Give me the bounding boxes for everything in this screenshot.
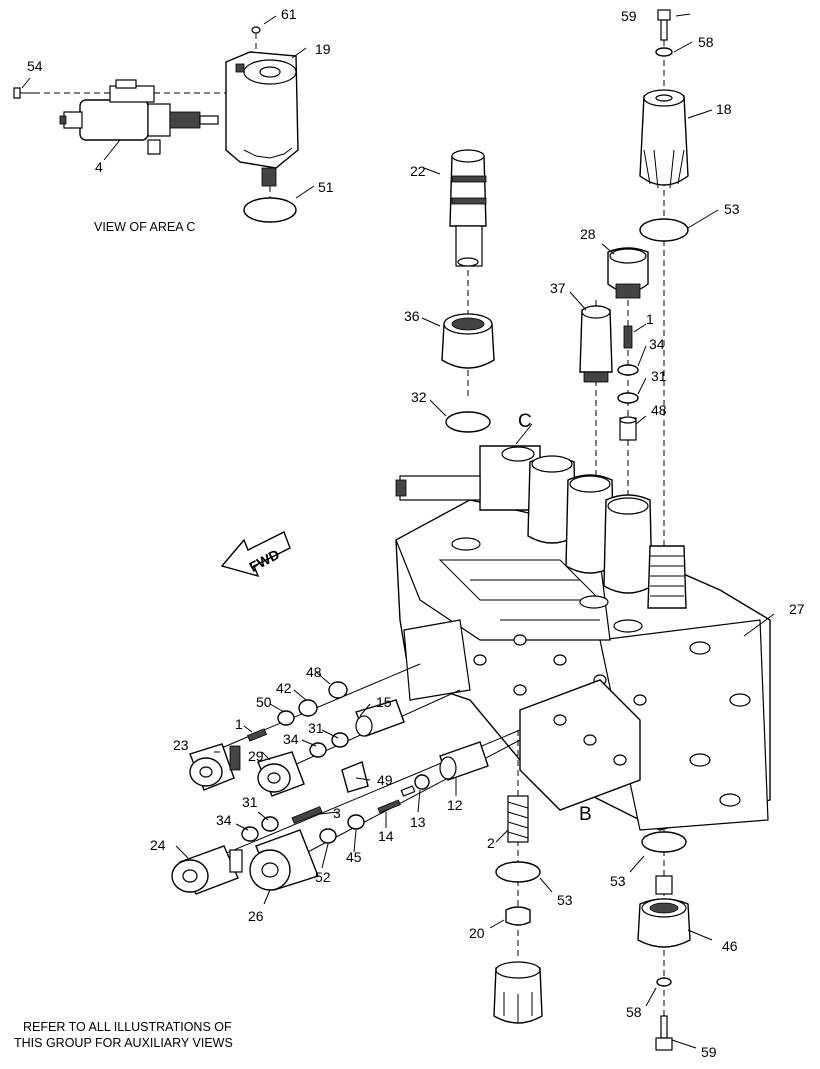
callout-22: 22	[410, 163, 426, 179]
sleeve-48-left	[328, 681, 348, 699]
callout-20: 20	[469, 925, 485, 941]
callout-37: 37	[550, 280, 566, 296]
callout-54: 54	[27, 58, 43, 74]
valve-28-stack	[601, 243, 649, 500]
left-parts	[171, 663, 521, 905]
o-ring-34-top	[617, 364, 639, 376]
callout-36: 36	[404, 308, 420, 324]
callout-24: 24	[150, 837, 166, 853]
ring-52	[319, 828, 337, 844]
callout-34-top: 34	[649, 336, 665, 352]
o-ring-51	[243, 197, 297, 223]
washer-58-bottom	[656, 977, 672, 987]
lower-right-stack	[629, 830, 713, 1051]
callout-34-mid: 34	[283, 731, 299, 747]
callout-31-mid: 31	[308, 720, 324, 736]
ring-42	[298, 699, 318, 717]
callout-53-mid: 53	[557, 892, 573, 908]
area-c-inset	[13, 15, 315, 223]
callout-48-top: 48	[651, 402, 667, 418]
callout-49: 49	[377, 772, 393, 788]
callout-59-top: 59	[621, 8, 637, 24]
callout-3: 3	[333, 805, 341, 821]
washer-58-top	[655, 47, 673, 57]
ring-31-mid	[331, 732, 349, 748]
callout-2: 2	[487, 835, 495, 851]
callout-29: 29	[248, 748, 264, 764]
spring-1-top	[623, 325, 633, 349]
stack-18	[639, 9, 719, 632]
bolt-59-bottom	[655, 1037, 673, 1051]
sleeve-49	[341, 761, 369, 793]
spring-14	[377, 799, 401, 814]
ring-45	[347, 814, 365, 830]
callout-45: 45	[346, 849, 362, 865]
plug-20	[505, 906, 531, 926]
callout-4: 4	[95, 159, 103, 175]
valve-22	[449, 155, 487, 227]
callout-32: 32	[411, 389, 427, 405]
callout-46: 46	[722, 938, 738, 954]
callout-53-top: 53	[724, 201, 740, 217]
callout-53-right: 53	[610, 873, 626, 889]
bolt-59-top	[657, 9, 671, 21]
area-label-b: B	[579, 804, 592, 825]
callout-1-top: 1	[646, 311, 654, 327]
footer-note-line-2: THIS GROUP FOR AUXILIARY VIEWS	[14, 1036, 233, 1050]
solenoid-4	[59, 79, 219, 155]
callout-58-bottom: 58	[626, 1004, 642, 1020]
callout-14: 14	[378, 828, 394, 844]
callout-34-low: 34	[216, 812, 232, 828]
area-label-c: C	[518, 411, 532, 432]
callout-50: 50	[256, 694, 272, 710]
callout-13: 13	[410, 814, 426, 830]
callout-1-left: 1	[235, 716, 243, 732]
view-caption: VIEW OF AREA C	[94, 220, 195, 234]
callout-61: 61	[281, 6, 297, 22]
spring-2	[507, 795, 529, 843]
valve-37	[569, 291, 613, 500]
o-ring-53-right	[641, 831, 687, 853]
o-ring-32	[445, 411, 491, 433]
lower-center-parts	[489, 730, 553, 1024]
callout-59-bottom: 59	[701, 1044, 717, 1060]
callout-42: 42	[276, 680, 292, 696]
o-ring-53-mid	[495, 861, 541, 883]
callout-27: 27	[789, 601, 805, 617]
callout-31-low: 31	[242, 794, 258, 810]
valve-column-22	[421, 149, 495, 433]
ring-31-low	[261, 816, 279, 832]
block-19	[225, 51, 299, 187]
callout-26: 26	[248, 908, 264, 924]
ring-50	[277, 710, 295, 726]
callout-18: 18	[716, 101, 732, 117]
callout-58-top: 58	[698, 34, 714, 50]
spring-3	[291, 806, 323, 824]
callout-28: 28	[580, 226, 596, 242]
callout-52: 52	[315, 869, 331, 885]
callout-labels: 61 19 54 4 51 VIEW OF AREA C 59 58 18 53…	[14, 6, 805, 1060]
spring-1-left	[247, 728, 267, 742]
callout-12: 12	[447, 797, 463, 813]
footer-note-line-1: REFER TO ALL ILLUSTRATIONS OF	[23, 1020, 232, 1034]
body-caps	[395, 445, 687, 633]
side-block-b	[519, 679, 641, 811]
callout-31-top: 31	[651, 368, 667, 384]
ring-31-top	[617, 392, 639, 404]
callout-19: 19	[315, 41, 331, 57]
valve-body-27	[395, 423, 775, 831]
callout-48-left: 48	[306, 664, 322, 680]
o-ring-53-top	[639, 218, 689, 242]
callout-23: 23	[173, 737, 189, 753]
ring-34-mid	[309, 742, 327, 758]
fwd-arrow	[220, 531, 291, 578]
ring-34-low	[241, 826, 259, 842]
screw-61	[251, 15, 277, 50]
callout-51: 51	[318, 179, 334, 195]
ring-13	[414, 774, 430, 790]
callout-15: 15	[376, 694, 392, 710]
